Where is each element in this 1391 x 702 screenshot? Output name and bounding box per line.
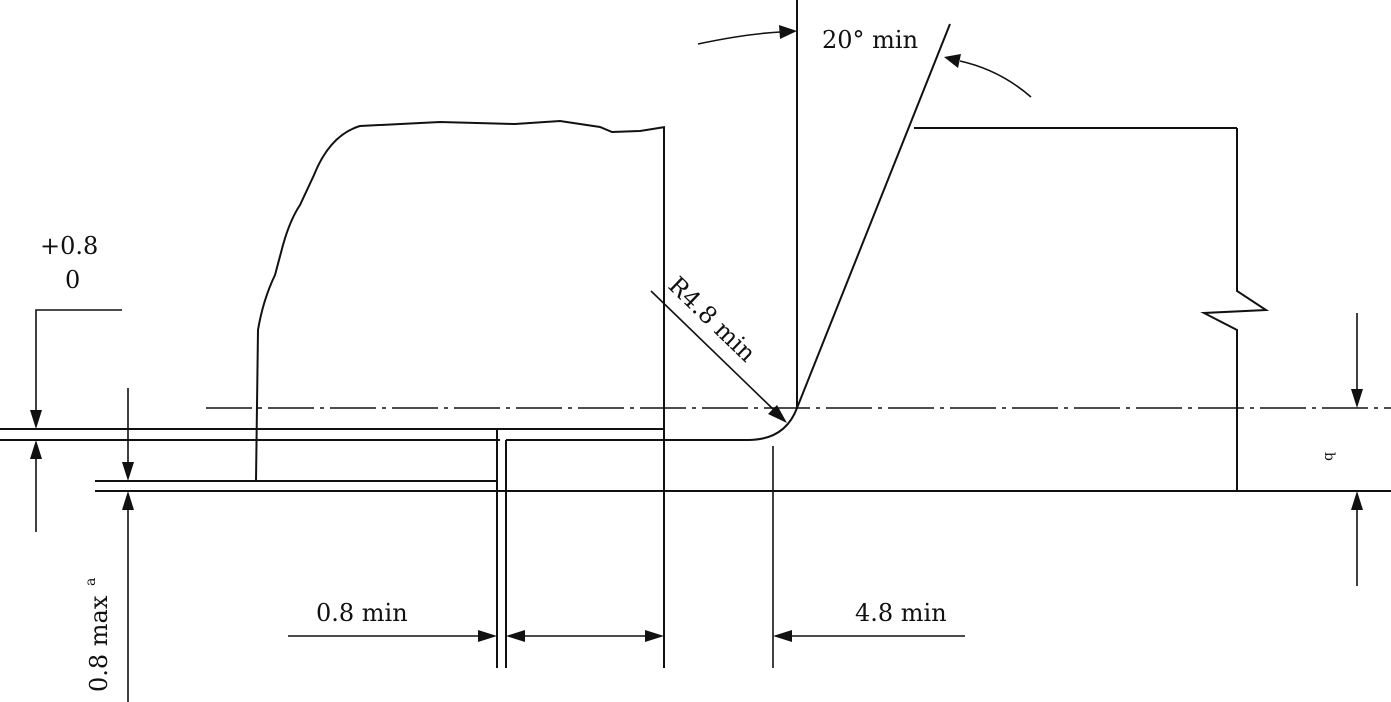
left-plate-break-outline bbox=[255, 119, 666, 482]
radius-arrowhead bbox=[768, 405, 787, 423]
gap-min-label: 0.8 min bbox=[316, 599, 408, 627]
b-label: b bbox=[1321, 452, 1337, 461]
gap-arrowhead-left bbox=[478, 630, 497, 642]
b-arrowhead-bottom bbox=[1351, 491, 1363, 510]
radius-leader bbox=[650, 290, 775, 411]
tolerance-zero-label: 0 bbox=[65, 266, 80, 294]
radius-label: R4.8 min bbox=[663, 271, 761, 367]
gap-arrowhead-right bbox=[506, 630, 525, 642]
right-plate-break-line bbox=[1200, 128, 1270, 491]
bevel-line bbox=[796, 23, 951, 409]
tolerance-arrowhead-top bbox=[30, 410, 42, 429]
mid-arrowhead-right bbox=[645, 630, 664, 642]
depth-max-superscript: a bbox=[83, 578, 99, 586]
angle-arrowhead-right bbox=[944, 54, 961, 68]
depth-arrowhead-bottom bbox=[122, 491, 134, 510]
land-arrowhead bbox=[773, 630, 792, 642]
angle-arrowhead-left bbox=[779, 25, 797, 39]
tolerance-arrowhead-bottom bbox=[30, 440, 42, 459]
tolerance-leader bbox=[35, 309, 122, 412]
root-radius-arc bbox=[747, 407, 798, 441]
land-min-label: 4.8 min bbox=[855, 599, 947, 627]
depth-arrowhead-top bbox=[122, 462, 134, 481]
angle-arc-right bbox=[959, 60, 1032, 98]
angle-arc-left bbox=[697, 31, 781, 45]
angle-label: 20° min bbox=[822, 26, 918, 54]
b-arrowhead-top bbox=[1351, 389, 1363, 408]
depth-max-label: 0.8 max bbox=[85, 595, 113, 692]
tolerance-plus-label: +0.8 bbox=[40, 232, 98, 260]
